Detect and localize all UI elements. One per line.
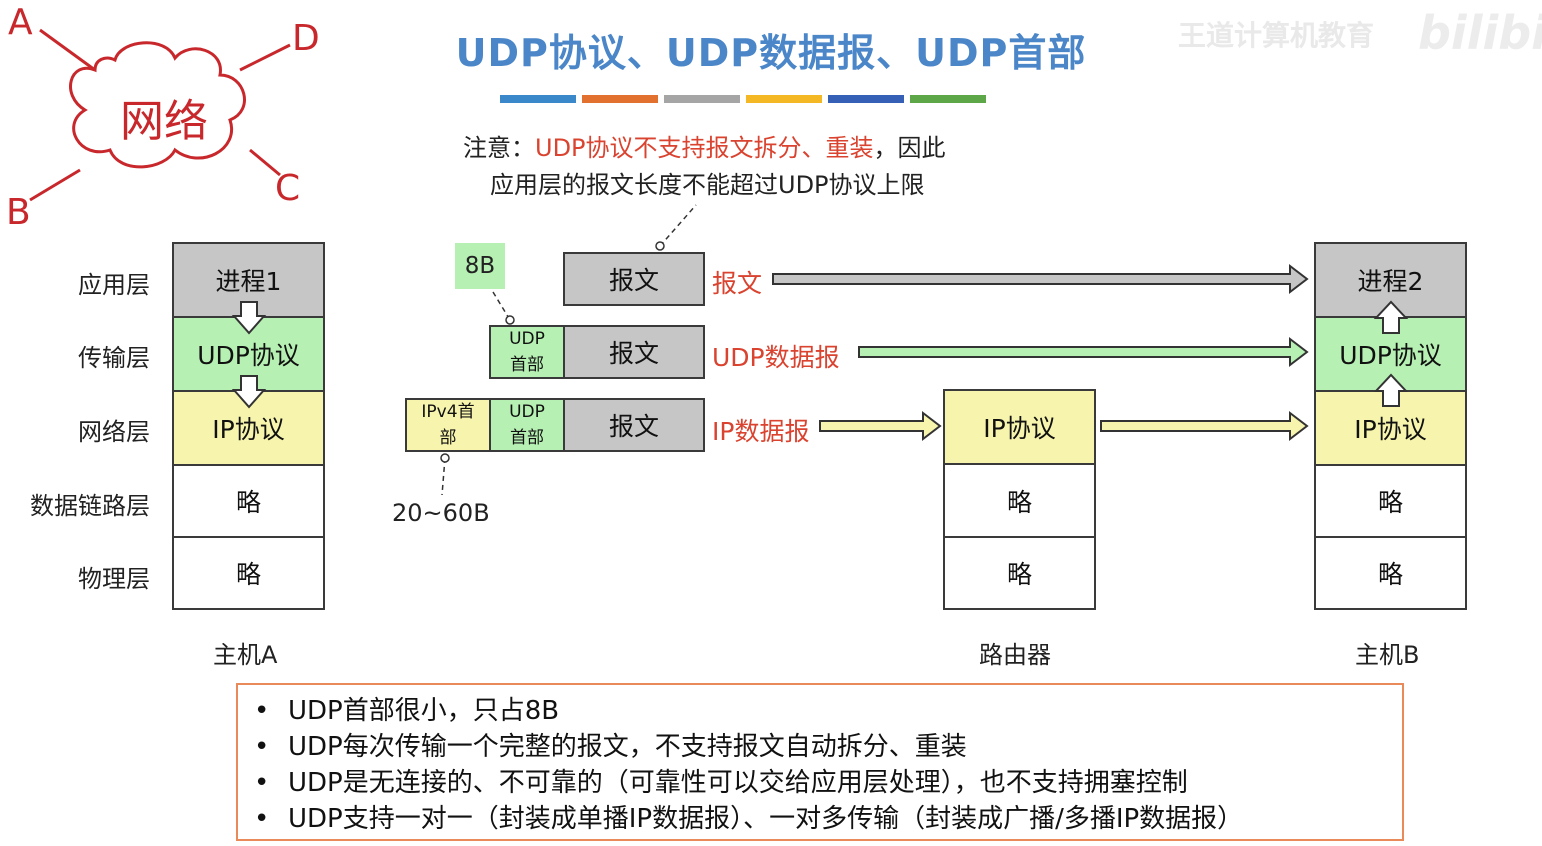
bilibili-logo: bilibili bbox=[1418, 6, 1542, 60]
watermark-text: 王道计算机教育 bbox=[1178, 19, 1375, 52]
layer-label-datalink: 数据链路层 bbox=[30, 492, 150, 520]
layer-label-transport: 传输层 bbox=[78, 344, 150, 372]
sketch-cloud bbox=[69, 41, 246, 169]
hostA-label: 主机A bbox=[213, 641, 278, 669]
sketch-center-text: 网络 bbox=[120, 96, 208, 147]
udp-size-leader-line bbox=[492, 291, 511, 321]
title-color-segment bbox=[500, 95, 576, 103]
label-udp-datagram: UDP数据报 bbox=[712, 343, 840, 372]
ip-udp-header-text-2: 首部 bbox=[510, 428, 544, 448]
udp-header-block: UDP 首部 bbox=[489, 325, 565, 379]
hostB-up-arrow-1 bbox=[1373, 300, 1409, 334]
ip-header-size-label: 20~60B bbox=[392, 499, 490, 527]
label-message: 报文 bbox=[712, 269, 763, 298]
note-leader-line bbox=[659, 204, 697, 247]
title-color-bar bbox=[500, 95, 986, 103]
title-color-segment bbox=[664, 95, 740, 103]
udp-header-size-tag: 8B bbox=[455, 243, 505, 289]
ipv4-header-text-2: 部 bbox=[439, 428, 457, 448]
sketch-label-a: A bbox=[8, 2, 33, 43]
ipv4-header-text-1: IPv4首 bbox=[421, 402, 475, 422]
ip-size-leader-dot bbox=[440, 453, 450, 463]
layer-label-application: 应用层 bbox=[78, 271, 150, 299]
layer-label-network: 网络层 bbox=[78, 418, 150, 446]
summary-list: UDP首部很小，只占8B UDP每次传输一个完整的报文，不支持报文自动拆分、重装… bbox=[248, 693, 1402, 837]
udp-payload-block: 报文 bbox=[563, 325, 705, 379]
router-label: 路由器 bbox=[979, 641, 1051, 669]
ip-flow-arrow-1 bbox=[819, 410, 942, 442]
note-leader-dot bbox=[655, 241, 665, 251]
message-flow-arrow bbox=[772, 263, 1309, 295]
router-ip-cell: IP协议 bbox=[943, 389, 1096, 465]
title-color-segment bbox=[746, 95, 822, 103]
hostB-physical-cell: 略 bbox=[1314, 536, 1467, 610]
router-physical-cell: 略 bbox=[943, 536, 1096, 610]
sketch-label-c: C bbox=[275, 168, 301, 209]
udp-header-text-1: UDP bbox=[509, 329, 545, 349]
summary-bullet-4: UDP支持一对一（封装成单播IP数据报）、一对多传输（封装成广播/多播IP数据报… bbox=[248, 801, 1402, 837]
layer-label-physical: 物理层 bbox=[78, 565, 150, 593]
summary-bullet-2: UDP每次传输一个完整的报文，不支持报文自动拆分、重装 bbox=[248, 729, 1402, 765]
note-prefix: 注意： bbox=[463, 134, 535, 162]
sketch-label-d: D bbox=[292, 18, 320, 59]
summary-box: UDP首部很小，只占8B UDP每次传输一个完整的报文，不支持报文自动拆分、重装… bbox=[236, 683, 1404, 841]
label-ip-datagram: IP数据报 bbox=[712, 417, 810, 446]
note-line-1: 注意：UDP协议不支持报文拆分、重装，因此 bbox=[463, 128, 946, 163]
hostA-down-arrow-1 bbox=[231, 301, 267, 335]
hostB-up-arrow-2 bbox=[1373, 373, 1409, 407]
hand-sketch bbox=[29, 28, 291, 202]
sketch-label-b: B bbox=[6, 192, 31, 233]
summary-bullet-1: UDP首部很小，只占8B bbox=[248, 693, 1402, 729]
ip-udp-header-block: UDP 首部 bbox=[489, 398, 565, 452]
ip-size-leader-line bbox=[441, 457, 446, 496]
page-title: UDP协议、UDP数据报、UDP首部 bbox=[455, 31, 1087, 75]
title-color-segment bbox=[582, 95, 658, 103]
summary-bullet-3: UDP是无连接的、不可靠的（可靠性可以交给应用层处理），也不支持拥塞控制 bbox=[248, 765, 1402, 801]
hostB-label: 主机B bbox=[1355, 641, 1420, 669]
udp-header-text-2: 首部 bbox=[510, 355, 544, 375]
ip-flow-arrow-2 bbox=[1100, 410, 1309, 442]
note-line-2: 应用层的报文长度不能超过UDP协议上限 bbox=[490, 171, 925, 199]
title-color-segment bbox=[910, 95, 986, 103]
udp-flow-arrow bbox=[858, 336, 1309, 368]
note-highlight: UDP协议不支持报文拆分、重装 bbox=[535, 134, 874, 162]
title-color-segment bbox=[828, 95, 904, 103]
hostA-down-arrow-2 bbox=[231, 375, 267, 409]
hostA-physical-cell: 略 bbox=[172, 536, 325, 610]
udp-size-leader-dot bbox=[505, 315, 515, 325]
message-block: 报文 bbox=[563, 252, 705, 306]
ip-payload-block: 报文 bbox=[563, 398, 705, 452]
note-suffix: ，因此 bbox=[873, 134, 946, 162]
ip-udp-header-text-1: UDP bbox=[509, 402, 545, 422]
ipv4-header-block: IPv4首 部 bbox=[405, 398, 491, 452]
